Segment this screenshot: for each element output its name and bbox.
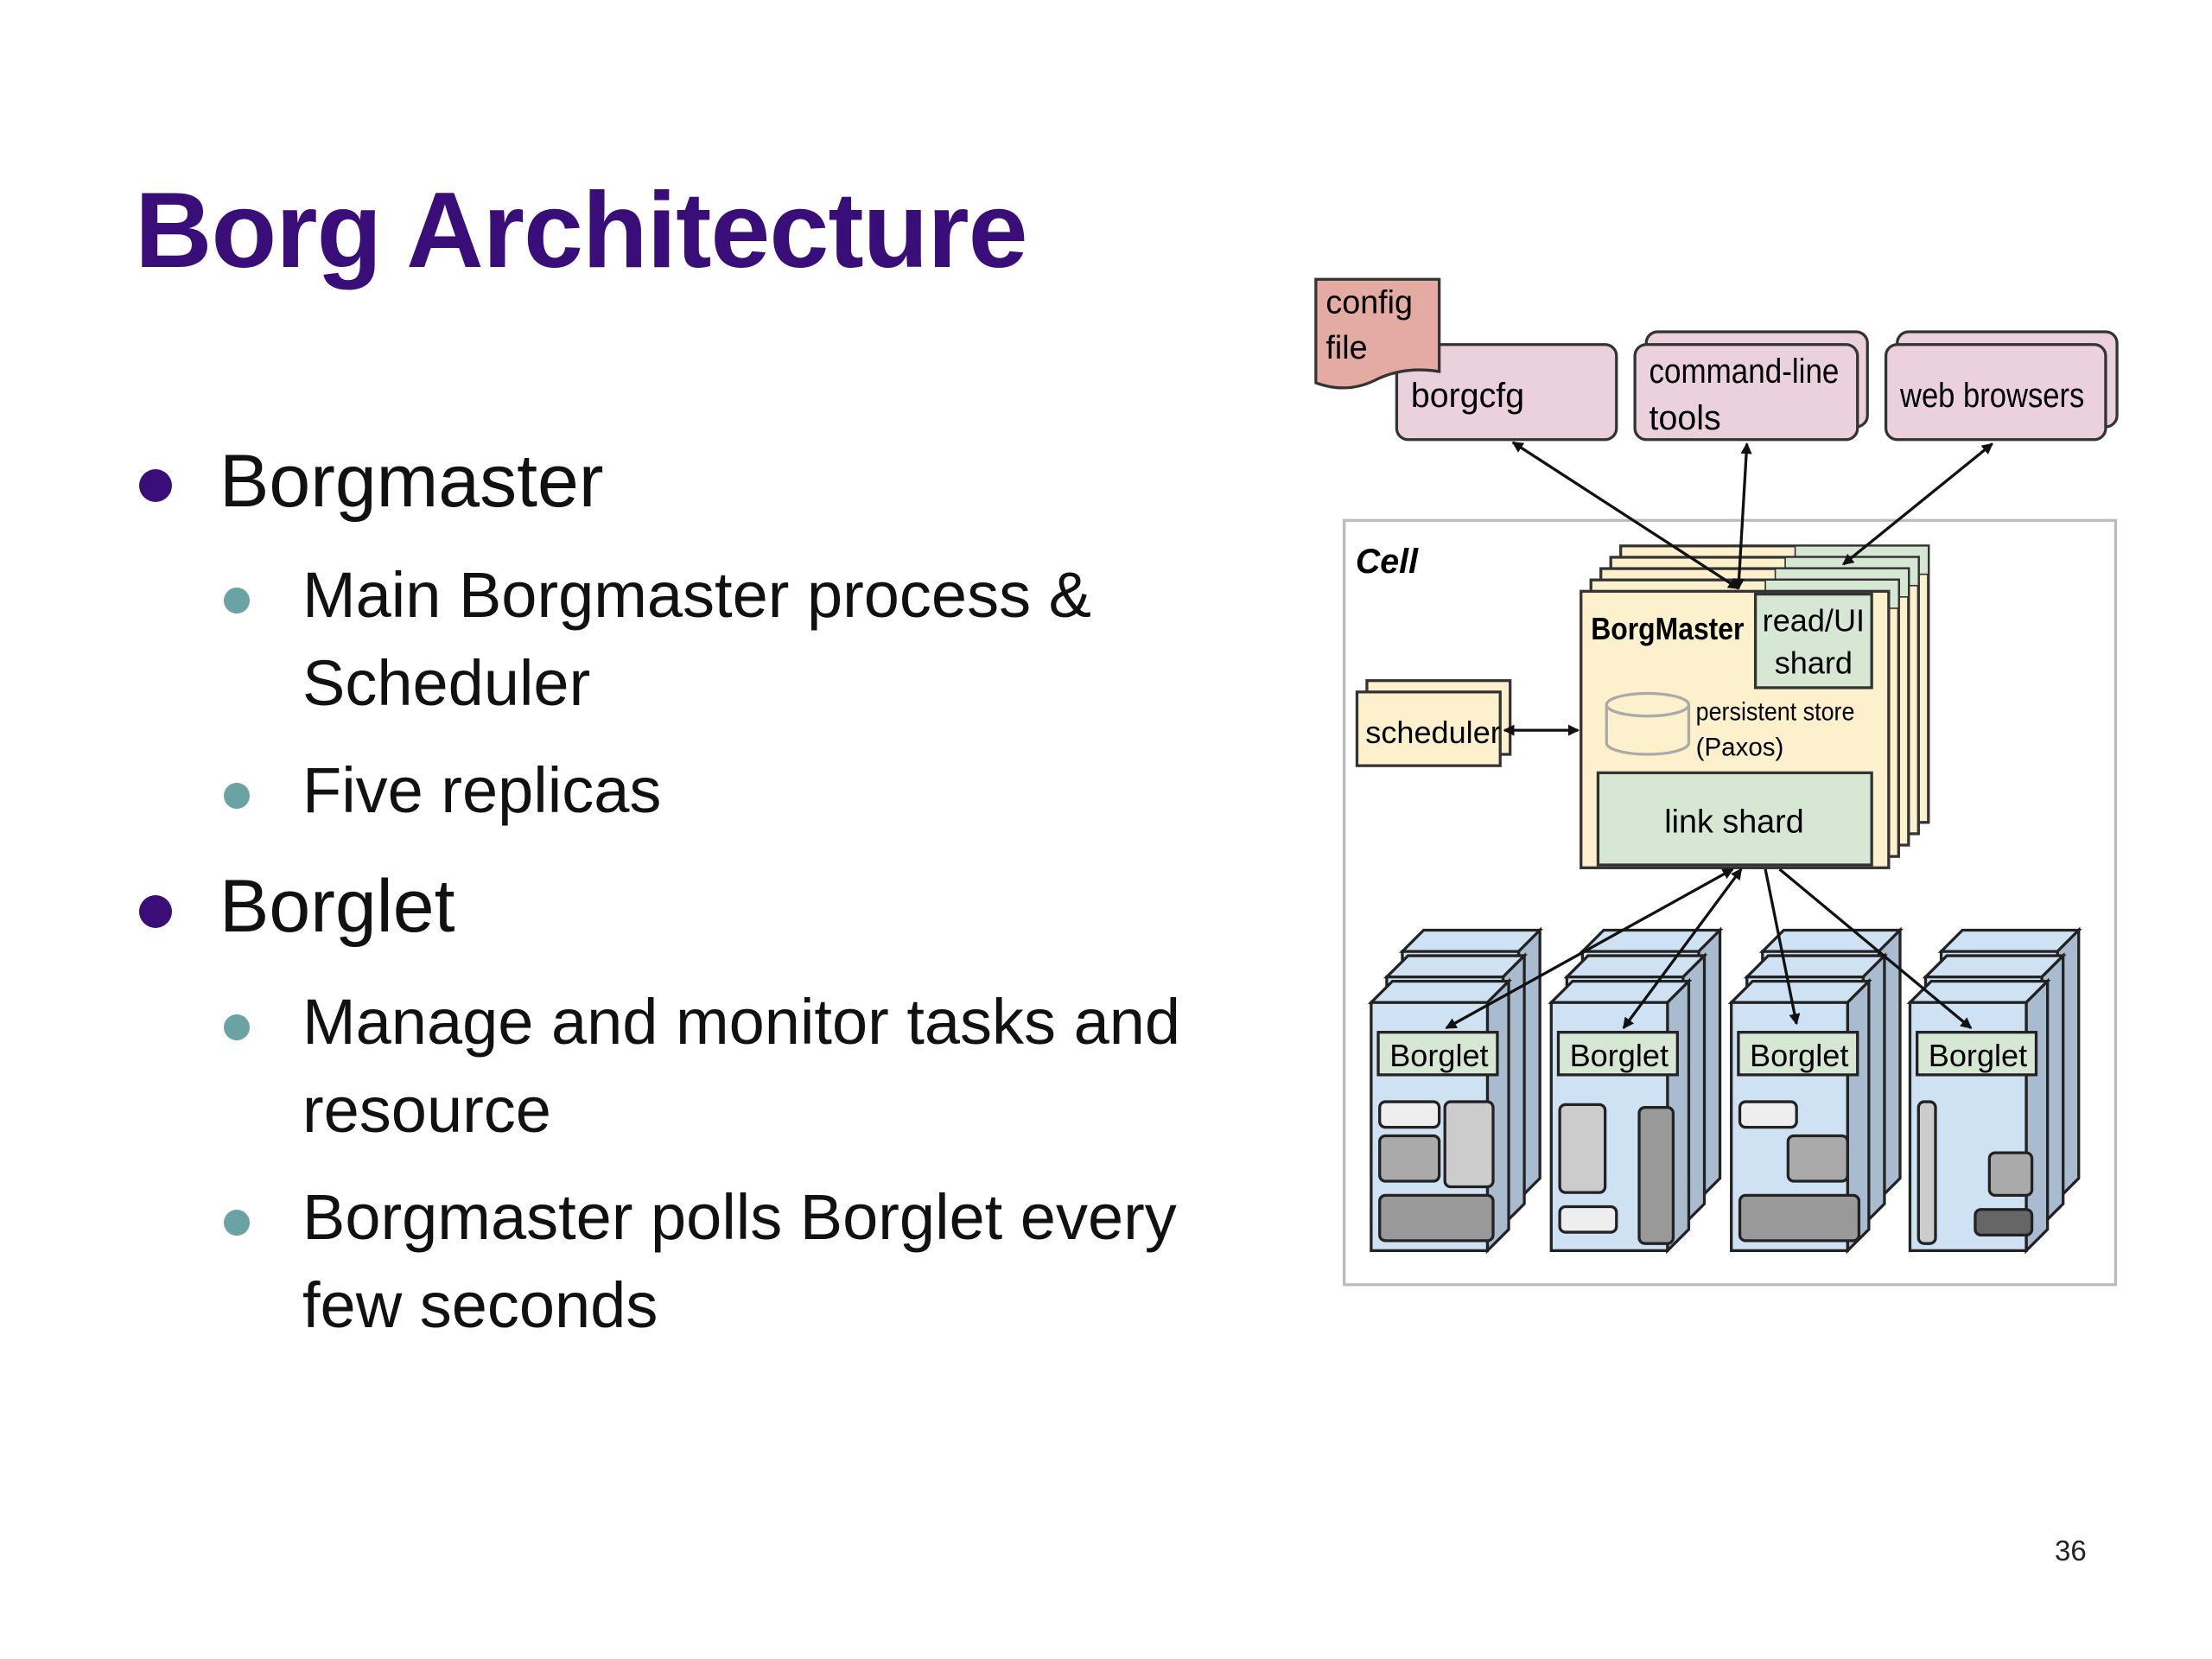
line: Manage and monitor tasks and [302,986,1181,1058]
borglet-top-face [1367,979,1513,1004]
task-block [1987,1151,2034,1198]
cli-box [1633,343,1859,442]
bullet-dot [139,895,172,928]
bullet-borglet: Borglet [219,865,455,948]
line: few seconds [302,1269,658,1341]
borglet-stack: Borglet [1548,926,1724,1255]
read-ui-shard-label: read/UI [1763,602,1865,638]
cli-label: tools [1649,399,1721,437]
borglet-stack: Borglet [1906,926,2082,1255]
scheduler-box [1355,690,1502,767]
sub-bullet-dot [224,1014,250,1040]
task-block [1974,1208,2034,1236]
sub-bullet-dot [224,783,250,809]
config-file-label: config [1325,284,1413,321]
borglet-top-face [1906,979,2051,1004]
borglet-stack: Borglet [1727,926,1904,1255]
scheduler-label: scheduler [1365,715,1501,750]
borglet-label-box [1916,1031,2038,1077]
task-block [1558,1103,1607,1194]
borglet-top-face [1727,979,1872,1004]
task-block [1558,1205,1618,1234]
borglet-top-face [1922,954,2067,979]
line: Scheduler [302,647,591,719]
task-block [1738,1100,1798,1129]
borglet-stack: Borglet [1367,926,1544,1255]
arrow-borgcfg [1511,441,1740,590]
borglet-top-face [1548,979,1693,1004]
cylinder-body [1605,704,1691,756]
borglet-label-box [1556,1031,1679,1077]
task-block [1738,1193,1861,1243]
line: Main Borgmaster process & [302,559,1092,631]
sub-bullet-dot [224,588,250,613]
borgcfg-label: borgcfg [1411,377,1524,415]
borglet-top-face [1399,928,1544,953]
borglet-label-box [1376,1031,1499,1077]
task-block [1378,1100,1441,1129]
arrow-link-shard-borglet [1622,868,1743,1030]
sub-bullet-dot [224,1210,250,1236]
page-number: 36 [2055,1535,2087,1567]
arrow-cli [1733,442,1752,590]
line: resource [302,1074,551,1146]
config-file-label: file [1325,329,1367,365]
borglet-label: Borglet [1389,1038,1488,1073]
borglet-top-face [1937,928,2082,953]
sub-bullet-polls: Borgmaster polls Borglet every few secon… [302,1173,1177,1350]
borglet-label: Borglet [1570,1038,1669,1073]
link-shard-box [1596,771,1873,867]
task-block [1786,1134,1849,1183]
cell-label: Cell [1356,543,1419,581]
task-block [1637,1106,1675,1245]
arrow-web [1842,442,1993,566]
borglet-machines: Borglet Borglet Borglet Borglet [1367,868,2082,1255]
sub-bullet-replicas: Five replicas [302,747,661,835]
cylinder-top [1605,691,1691,718]
bullet-dot [139,469,172,502]
task-block [1378,1134,1441,1183]
task-block [1916,1100,1937,1245]
read-ui-shard-label: shard [1775,645,1853,680]
cli-label: command-line [1649,353,1840,391]
web-box [1884,343,2107,442]
borglet-label: Borglet [1929,1038,2027,1073]
borglet-top-face [1743,954,1888,979]
sub-bullet-main-process: Main Borgmaster process & Scheduler [302,551,1091,728]
borglet-label-box [1737,1031,1859,1077]
persistent-store-label: persistent store [1696,698,1855,727]
borglet-top-face [1758,928,1904,953]
borgmaster-label: BorgMaster [1591,611,1744,646]
web-browsers-label: web browsers [1899,377,2084,415]
bullet-borgmaster: Borgmaster [219,440,604,523]
persistent-store-label: (Paxos) [1696,734,1784,762]
database-icon [1605,691,1691,756]
line: Five replicas [302,754,662,826]
line: Borgmaster polls Borglet every [302,1181,1177,1253]
arrow-link-shard-borglet [1778,868,1973,1030]
link-shard-label: link shard [1664,803,1804,839]
task-block [1443,1100,1495,1189]
slide-title: Borg Architecture [135,171,1028,290]
borglet-top-face [1382,954,1529,979]
borgcfg-box [1395,343,1618,442]
config-file-icon [1314,277,1441,390]
task-block [1378,1193,1495,1243]
read-ui-shard-box [1753,592,1873,690]
borglet-top-face [1563,954,1708,979]
sub-bullet-manage: Manage and monitor tasks and resource [302,978,1180,1154]
arrow-link-shard-borglet [1764,868,1801,1026]
borglet-label: Borglet [1750,1038,1848,1073]
